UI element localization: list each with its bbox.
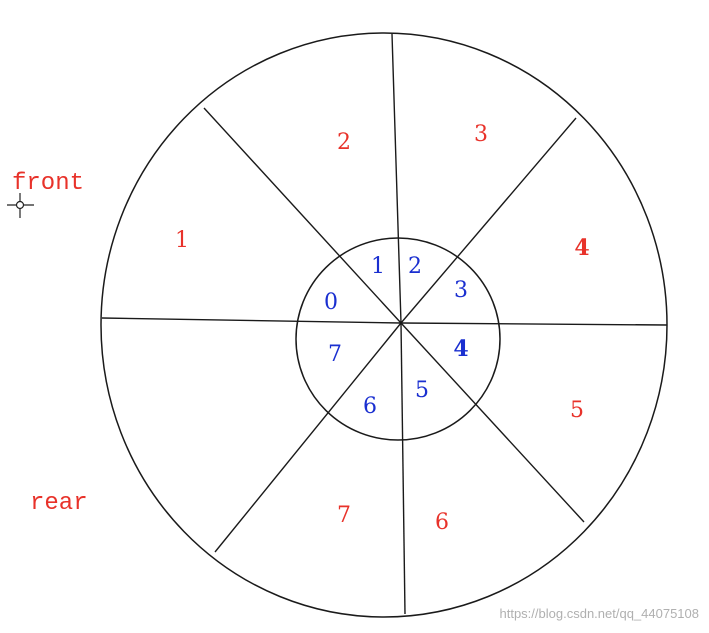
inner-sector-label-4: 4 <box>453 336 468 362</box>
spoke-diagonal-upper-right <box>400 117 577 324</box>
spoke-vertical-top <box>391 33 402 324</box>
outer-sector-label-6: 6 <box>435 510 449 535</box>
watermark-url: https://blog.csdn.net/qq_44075108 <box>500 606 700 621</box>
inner-sector-label-2: 2 <box>408 254 422 279</box>
spoke-diagonal-upper-left <box>203 107 402 324</box>
inner-sector-label-7: 7 <box>328 342 342 367</box>
outer-sector-label-7: 7 <box>337 503 351 528</box>
crosshair-cursor-icon <box>7 193 34 218</box>
inner-sector-label-3: 3 <box>454 278 468 303</box>
outer-sector-label-4: 4 <box>574 235 589 261</box>
front-label: front <box>12 170 84 197</box>
inner-circle <box>295 237 501 441</box>
inner-sector-label-6: 6 <box>363 394 377 419</box>
outer-sector-label-1: 1 <box>175 228 189 253</box>
spoke-vertical-bottom <box>400 322 406 615</box>
outer-sector-label-5: 5 <box>570 398 584 423</box>
spoke-diagonal-lower-left <box>214 322 402 553</box>
outer-sector-label-3: 3 <box>474 122 488 147</box>
spoke-diagonal-lower-right <box>400 322 585 523</box>
outer-sector-label-2: 2 <box>337 130 351 155</box>
inner-sector-label-0: 0 <box>324 290 338 315</box>
rear-label: rear <box>30 490 88 517</box>
spoke-horizontal-left <box>101 317 402 324</box>
inner-sector-label-1: 1 <box>371 254 385 279</box>
spoke-horizontal-right <box>400 322 668 326</box>
inner-sector-label-5: 5 <box>415 378 429 403</box>
